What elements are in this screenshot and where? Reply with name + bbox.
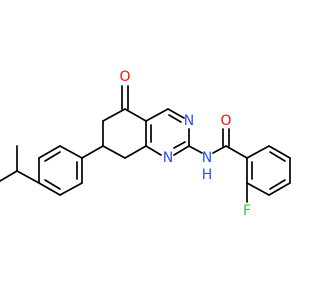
atom-fluorine: F xyxy=(243,203,251,219)
bond-c8-c8a xyxy=(124,145,147,159)
bond-fp-2 xyxy=(268,145,291,159)
atom-nitrogen-bottom: N xyxy=(163,150,173,166)
bond-ch-me2 xyxy=(0,170,18,182)
bond-fp-1 xyxy=(246,145,270,159)
atom-oxygen-amide: O xyxy=(220,113,231,129)
fluorine-label: F xyxy=(243,203,251,219)
bond-c5-c6 xyxy=(102,108,126,122)
bond-nh-carbonyl xyxy=(212,145,227,154)
bond-carbonyl-ring xyxy=(225,145,248,159)
bond-c2-n1 xyxy=(173,145,190,156)
bond-c5-c4a xyxy=(124,108,147,122)
bond-fp-4-inner xyxy=(269,179,286,190)
bond-c7-aryl xyxy=(81,145,104,159)
bond-fp-2-inner xyxy=(269,151,286,162)
bond-n1-c8a xyxy=(145,145,162,156)
bond-ring-ch xyxy=(16,170,40,184)
atom-oxygen-ketone: O xyxy=(119,69,130,85)
bond-ip-5 xyxy=(38,145,61,159)
bond-ip-2 xyxy=(59,182,83,196)
hydrogen-amide-label: H xyxy=(202,167,213,183)
bond-ip-5-inner xyxy=(44,151,61,162)
bond-c4-n3 xyxy=(167,108,185,119)
nitrogen-amide-label: N xyxy=(202,150,212,166)
bond-ip-3 xyxy=(38,182,61,196)
bond-c2-nh xyxy=(188,145,203,154)
bonds xyxy=(0,85,291,203)
bond-ip-6 xyxy=(59,145,83,159)
bond-c4a-c4 xyxy=(145,108,169,122)
atom-labels: O N N N H O F xyxy=(119,69,251,219)
bond-c7-c8 xyxy=(102,145,126,159)
bond-ip-3-inner xyxy=(44,179,61,190)
nitrogen-bottom-label: N xyxy=(163,150,173,166)
bond-fp-5 xyxy=(246,182,270,196)
bond-c2-n1-inner xyxy=(173,141,186,149)
bond-c4-n3-inner xyxy=(168,114,182,123)
atom-nitrogen-amide: N H xyxy=(202,150,213,183)
molecule-canvas: O N N N H O F xyxy=(0,69,291,219)
atom-nitrogen-top: N xyxy=(184,113,194,129)
oxygen-amide-label: O xyxy=(220,113,231,129)
bond-fp-4 xyxy=(268,182,291,196)
nitrogen-top-label: N xyxy=(184,113,194,129)
oxygen-ketone-label: O xyxy=(119,69,130,85)
molecule-structure: O N N N H O F xyxy=(0,69,291,219)
